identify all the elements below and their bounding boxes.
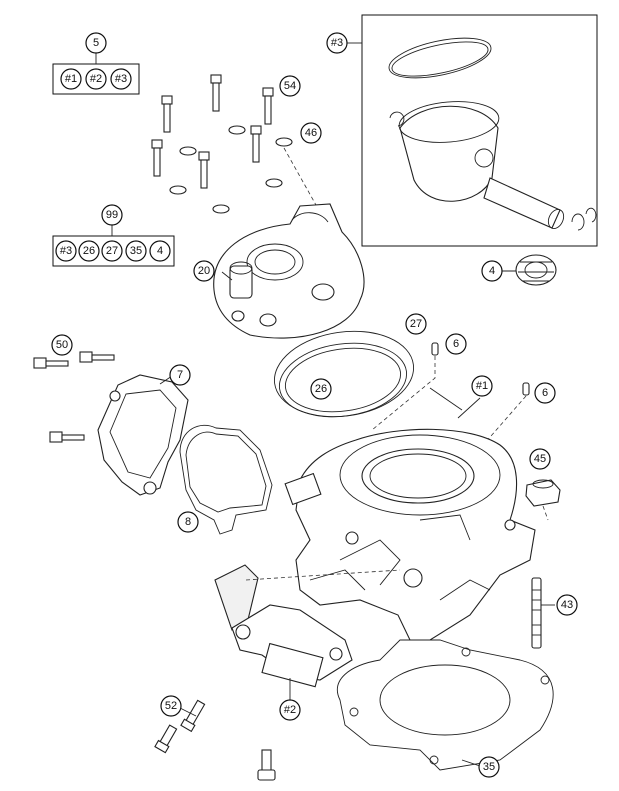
callout-45[interactable]: 45: [529, 448, 551, 470]
svg-text:99: 99: [106, 209, 118, 221]
callout-7[interactable]: 7: [169, 364, 191, 386]
svg-text:8: 8: [185, 516, 191, 528]
callout-26[interactable]: 26: [310, 378, 332, 400]
callout-43[interactable]: 43: [556, 594, 578, 616]
callout-50[interactable]: 50: [51, 334, 73, 356]
callout-2[interactable]: #2: [279, 699, 301, 721]
needle-bearing: [515, 254, 557, 286]
svg-text:#1: #1: [476, 380, 488, 392]
callout-8[interactable]: 8: [177, 511, 199, 533]
callout-52[interactable]: 52: [160, 695, 182, 717]
svg-text:26: 26: [315, 383, 327, 395]
svg-text:#1: #1: [65, 73, 77, 85]
svg-text:35: 35: [130, 245, 142, 257]
kit-box-99: [52, 235, 175, 267]
callout-99-kit-5[interactable]: 4: [149, 240, 171, 262]
svg-text:7: 7: [177, 369, 183, 381]
svg-text:26: 26: [83, 245, 95, 257]
svg-text:6: 6: [453, 338, 459, 350]
callout-99-kit-3[interactable]: 27: [101, 240, 123, 262]
piston-kit-box: [361, 14, 598, 247]
leader-lines: [95, 52, 555, 767]
callout-5[interactable]: 5: [85, 32, 107, 54]
svg-text:52: 52: [165, 700, 177, 712]
callout-1[interactable]: #1: [471, 375, 493, 397]
callout-6b[interactable]: 6: [534, 382, 556, 404]
callout-99-kit-4[interactable]: 35: [125, 240, 147, 262]
callout-5-kit-3[interactable]: #3: [110, 68, 132, 90]
head-bolts: [151, 74, 331, 231]
svg-text:27: 27: [106, 245, 118, 257]
svg-text:20: 20: [198, 265, 210, 277]
cylinder-head: [213, 203, 365, 339]
dowel-pins: [371, 342, 530, 461]
svg-text:#3: #3: [115, 73, 127, 85]
callout-27[interactable]: 27: [405, 313, 427, 335]
svg-text:54: 54: [284, 80, 296, 92]
svg-text:#3: #3: [60, 245, 72, 257]
cylinder: [284, 428, 536, 641]
svg-text:46: 46: [305, 127, 317, 139]
svg-text:50: 50: [56, 339, 68, 351]
callout-4[interactable]: 4: [481, 260, 503, 282]
valve-cover: [97, 374, 189, 496]
svg-text:6: 6: [542, 387, 548, 399]
svg-text:#2: #2: [90, 73, 102, 85]
callout-20[interactable]: 20: [193, 260, 215, 282]
callout-5-kit-1[interactable]: #1: [60, 68, 82, 90]
cover-gasket: [179, 424, 273, 535]
cover-bolts: [33, 351, 115, 443]
callout-46[interactable]: 46: [300, 122, 322, 144]
valve-screws: [154, 699, 276, 781]
head-gaskets: [273, 330, 415, 418]
callout-99-kit-2[interactable]: 26: [78, 240, 100, 262]
svg-text:4: 4: [157, 245, 163, 257]
svg-text:4: 4: [489, 265, 495, 277]
svg-text:#3: #3: [331, 37, 343, 49]
base-gasket: [337, 639, 554, 771]
callout-99-kit-1[interactable]: #3: [55, 240, 77, 262]
exhaust-valve: [214, 564, 401, 688]
callout-3[interactable]: #3: [326, 32, 348, 54]
callout-6a[interactable]: 6: [445, 333, 467, 355]
callout-5-kit-2[interactable]: #2: [85, 68, 107, 90]
cylinder-nut: [525, 479, 561, 521]
svg-text:#2: #2: [284, 704, 296, 716]
callout-99[interactable]: 99: [101, 204, 123, 226]
svg-text:45: 45: [534, 453, 546, 465]
svg-text:35: 35: [483, 761, 495, 773]
callout-54[interactable]: 54: [279, 75, 301, 97]
svg-text:27: 27: [410, 318, 422, 330]
svg-text:43: 43: [561, 599, 573, 611]
svg-text:5: 5: [93, 37, 99, 49]
cylinder-stud: [531, 577, 542, 649]
callout-35[interactable]: 35: [478, 756, 500, 778]
